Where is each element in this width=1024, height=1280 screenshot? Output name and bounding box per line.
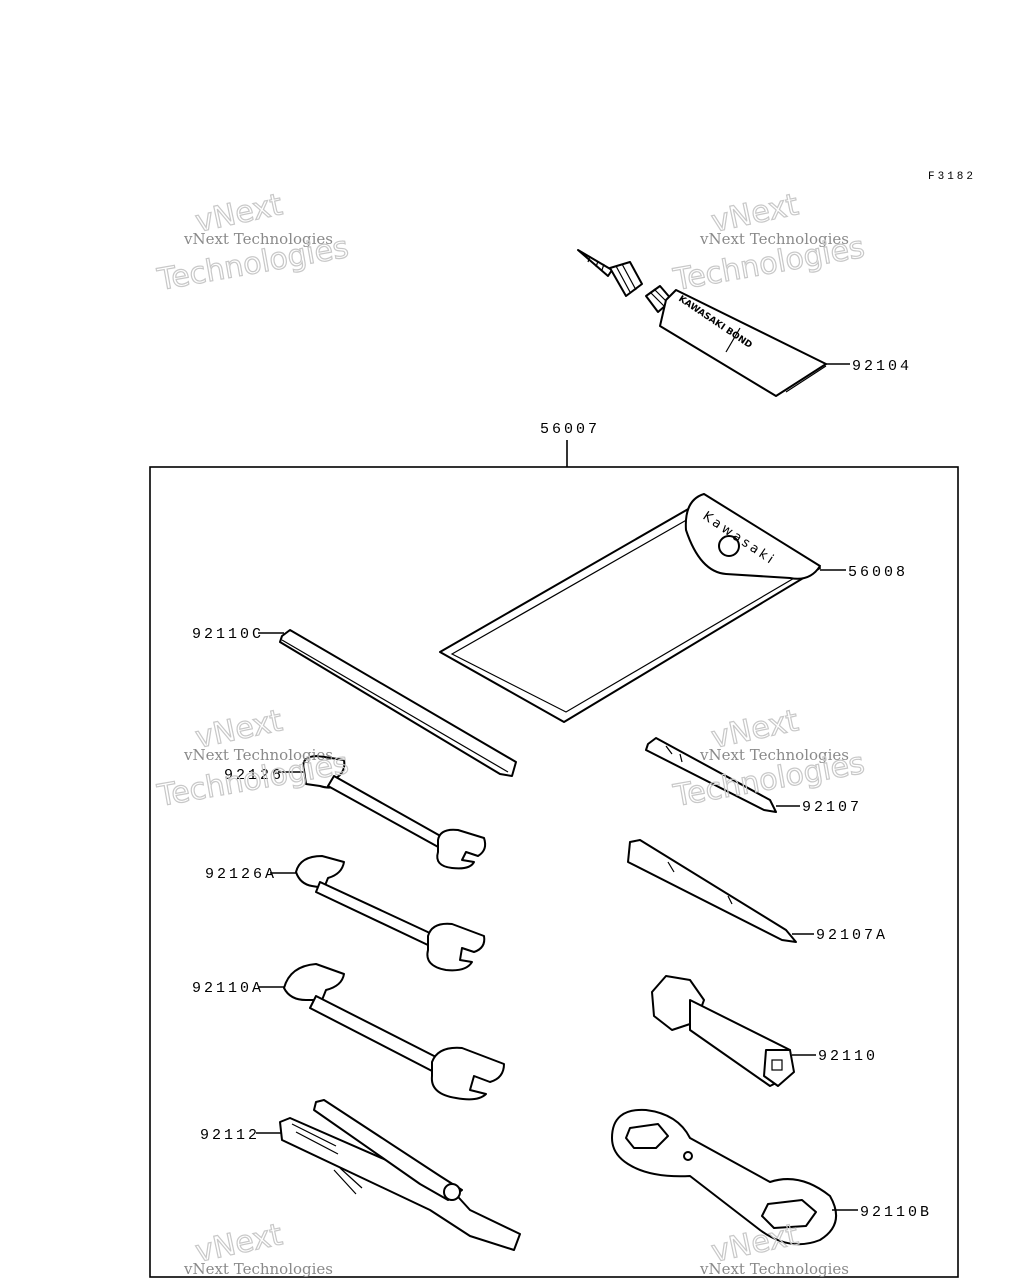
screwdriver-92107-illustration — [645, 737, 777, 813]
svg-text:vNext Technologies: vNext Technologies — [699, 746, 849, 764]
part-label-56008: 56008 — [848, 564, 908, 581]
watermark-top-left: vNext vNext Technologies Technologies — [154, 187, 352, 299]
wrench-92126-illustration — [302, 755, 487, 870]
box-socket-illustration — [651, 975, 795, 1087]
watermark-top-right: vNext vNext Technologies Technologies — [670, 187, 868, 299]
watermark-bottom-left: vNext vNext Technologies — [183, 1217, 333, 1278]
watermark-mid-left: vNext vNext Technologies Technologies — [154, 703, 352, 815]
svg-text:vNext Technologies: vNext Technologies — [699, 230, 849, 248]
screwdriver-92107A-illustration — [627, 839, 797, 943]
kit-frame — [149, 466, 959, 1278]
watermark-mid-right: vNext vNext Technologies Technologies — [670, 703, 868, 815]
part-label-92126: 92126 — [224, 767, 284, 784]
svg-text:vNext Technologies: vNext Technologies — [183, 230, 333, 248]
part-label-92107A: 92107A — [816, 927, 888, 944]
wrench-92126A-illustration — [295, 855, 486, 972]
part-label-92104: 92104 — [852, 358, 912, 375]
part-label-92126A: 92126A — [205, 866, 277, 883]
part-label-92110C: 92110C — [192, 626, 264, 643]
pliers-illustration — [279, 1099, 521, 1251]
figure-code: F3182 — [928, 171, 976, 183]
svg-text:vNext Technologies: vNext Technologies — [699, 1260, 849, 1278]
wrench-92110A-illustration — [283, 963, 505, 1101]
svg-text:vNext Technologies: vNext Technologies — [183, 746, 333, 764]
hex-bar-illustration — [279, 629, 517, 777]
svg-text:vNext Technologies: vNext Technologies — [183, 1260, 333, 1278]
part-label-92112: 92112 — [200, 1127, 260, 1144]
tool-pouch-illustration: Kawasaki — [439, 493, 821, 723]
kit-label: 56007 — [540, 421, 600, 438]
part-label-92110A: 92110A — [192, 980, 264, 997]
bond-tube-illustration: KAWASAKI BOND — [577, 249, 827, 397]
part-label-92110B: 92110B — [860, 1204, 932, 1221]
box-wrench-illustration — [611, 1108, 838, 1246]
part-label-92110: 92110 — [818, 1048, 878, 1065]
part-label-92107: 92107 — [802, 799, 862, 816]
